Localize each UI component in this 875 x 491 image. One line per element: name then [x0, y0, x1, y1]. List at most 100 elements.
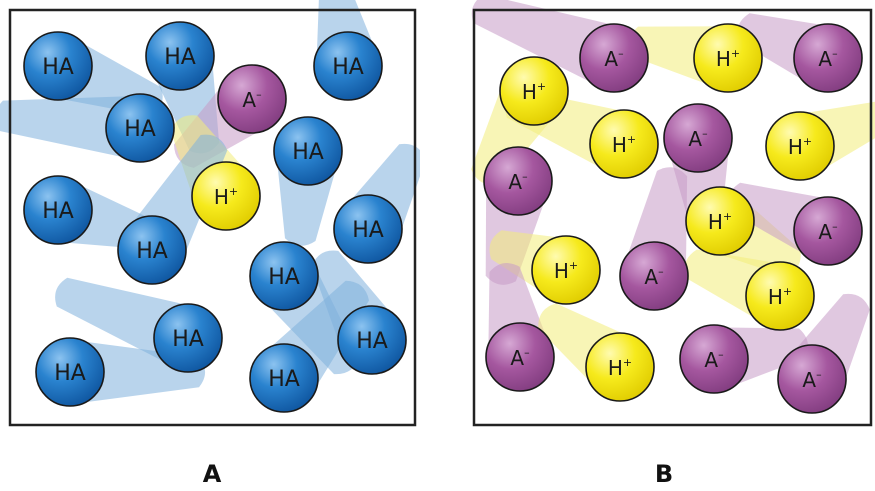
particle-label: HA [268, 265, 300, 290]
hydrogen-ion: H+ [191, 161, 261, 231]
particle-label: H+ [716, 47, 740, 71]
hydrogen-ion: H+ [745, 261, 815, 331]
particles-group: A–H+A–H+H+A–H+A–H+A–H+A–H+A–H+A–A– [483, 23, 863, 414]
anion: A– [679, 324, 749, 394]
particle-sphere [685, 186, 755, 256]
hydrogen-ion: H+ [685, 186, 755, 256]
particle-label: A– [510, 346, 529, 370]
particle-label: HA [172, 327, 204, 352]
particle-sphere [483, 146, 553, 216]
particle-label: H+ [214, 185, 238, 209]
particle-label: A– [242, 88, 261, 112]
ha-molecule: HA [249, 241, 319, 311]
anion: A– [793, 196, 863, 266]
particle-label: H+ [608, 356, 632, 380]
ha-molecule: HA [23, 31, 93, 101]
ha-molecule: HA [273, 116, 343, 186]
particle-label: H+ [612, 133, 636, 157]
particle-sphere [145, 21, 215, 91]
container-box [8, 8, 417, 427]
particle-label: HA [332, 55, 364, 80]
particle-sphere [745, 261, 815, 331]
panel-a-label: A [202, 460, 222, 488]
particle-label: HA [124, 117, 156, 142]
particle-label: HA [164, 45, 196, 70]
hydrogen-ion: H+ [585, 332, 655, 402]
ha-molecule: HA [337, 305, 407, 375]
ha-molecule: HA [333, 194, 403, 264]
particle-sphere [531, 235, 601, 305]
anion: A– [793, 23, 863, 93]
particle-sphere [777, 344, 847, 414]
ha-molecule: HA [23, 175, 93, 245]
particle-label: A– [508, 170, 527, 194]
particle-label: H+ [708, 210, 732, 234]
ha-molecule: HA [153, 303, 223, 373]
particle-sphere [249, 343, 319, 413]
particle-sphere [191, 161, 261, 231]
particle-sphere [105, 93, 175, 163]
particle-label: A– [818, 47, 837, 71]
particle-label: A– [802, 368, 821, 392]
particle-sphere [793, 196, 863, 266]
anion: A– [663, 103, 733, 173]
ha-molecule: HA [145, 21, 215, 91]
anion: A– [579, 23, 649, 93]
particle-sphere [153, 303, 223, 373]
particle-sphere [333, 194, 403, 264]
particle-sphere [337, 305, 407, 375]
particle-label: HA [356, 329, 388, 354]
hydrogen-ion: H+ [531, 235, 601, 305]
particle-label: HA [292, 140, 324, 165]
motion-trail [0, 95, 143, 161]
container-box [472, 8, 873, 427]
particle-sphere [249, 241, 319, 311]
particle-label: HA [54, 361, 86, 386]
particle-sphere [679, 324, 749, 394]
particle-sphere [273, 116, 343, 186]
hydrogen-ion: H+ [589, 109, 659, 179]
particle-sphere [217, 64, 287, 134]
particle-label: HA [352, 218, 384, 243]
particle-label: H+ [554, 259, 578, 283]
particle-sphere [313, 31, 383, 101]
particle-sphere [579, 23, 649, 93]
particle-label: H+ [788, 135, 812, 159]
particle-sphere [793, 23, 863, 93]
particle-sphere [35, 337, 105, 407]
panel-b-drawing: A–H+A–H+H+A–H+A–H+A–H+A–H+A–H+A–A– [471, 0, 875, 427]
particle-label: A– [704, 348, 723, 372]
hydrogen-ion: H+ [765, 111, 835, 181]
particle-label: H+ [522, 80, 546, 104]
particle-sphere [485, 322, 555, 392]
particle-sphere [765, 111, 835, 181]
particle-label: A– [688, 127, 707, 151]
ha-molecule: HA [249, 343, 319, 413]
particle-label: HA [42, 199, 74, 224]
hydrogen-ion: H+ [499, 56, 569, 126]
anion: A– [777, 344, 847, 414]
particle-label: A– [818, 220, 837, 244]
particle-sphere [663, 103, 733, 173]
particle-sphere [693, 23, 763, 93]
particle-sphere [585, 332, 655, 402]
particle-sphere [23, 31, 93, 101]
particle-label: A– [604, 47, 623, 71]
particle-sphere [499, 56, 569, 126]
particle-sphere [23, 175, 93, 245]
particle-label: HA [42, 55, 74, 80]
particle-label: A– [644, 265, 663, 289]
particle-sphere [589, 109, 659, 179]
panel-b: A–H+A–H+H+A–H+A–H+A–H+A–H+A–H+A–A– [466, 0, 875, 430]
anion: A– [485, 322, 555, 392]
particle-sphere [117, 215, 187, 285]
ha-molecule: HA [313, 31, 383, 101]
anion: A– [619, 241, 689, 311]
particle-sphere [619, 241, 689, 311]
anion: A– [217, 64, 287, 134]
anion: A– [483, 146, 553, 216]
